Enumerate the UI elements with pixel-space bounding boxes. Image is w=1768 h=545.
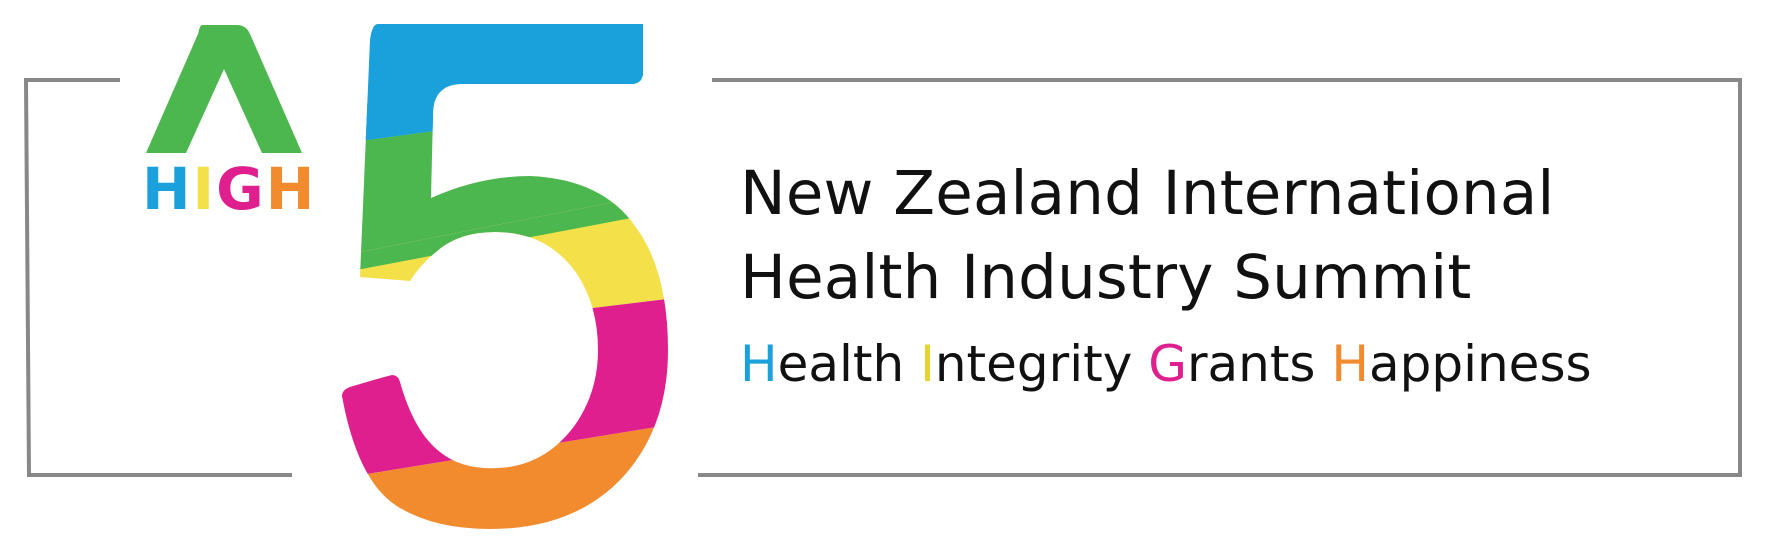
high-wordmark: HIGH: [142, 155, 314, 223]
high-letter-h2: H: [265, 155, 317, 223]
tagline-initial-h1: H: [740, 335, 778, 393]
summit-title: New Zealand International Health Industr…: [740, 152, 1700, 396]
title-line-2: Health Industry Summit: [740, 242, 1472, 313]
high-letter-h1: H: [142, 155, 193, 223]
frame-left: [23, 78, 292, 477]
tagline-initial-h2: H: [1331, 335, 1369, 393]
tagline: Health Integrity Grants Happiness: [740, 332, 1700, 396]
caret-icon: [146, 25, 302, 153]
tagline-word-3: rants: [1186, 335, 1332, 393]
frame-right: [698, 78, 1742, 477]
title-line-1: New Zealand International: [740, 158, 1555, 229]
tagline-word-4: appiness: [1368, 335, 1592, 393]
tagline-initial-g: G: [1148, 335, 1187, 393]
tagline-word-2: ntegrity: [934, 335, 1149, 393]
tagline-word-1: ealth: [777, 335, 921, 393]
high-letter-i: I: [192, 155, 217, 223]
high-letter-g: G: [216, 155, 266, 223]
tagline-initial-i: I: [920, 335, 935, 393]
